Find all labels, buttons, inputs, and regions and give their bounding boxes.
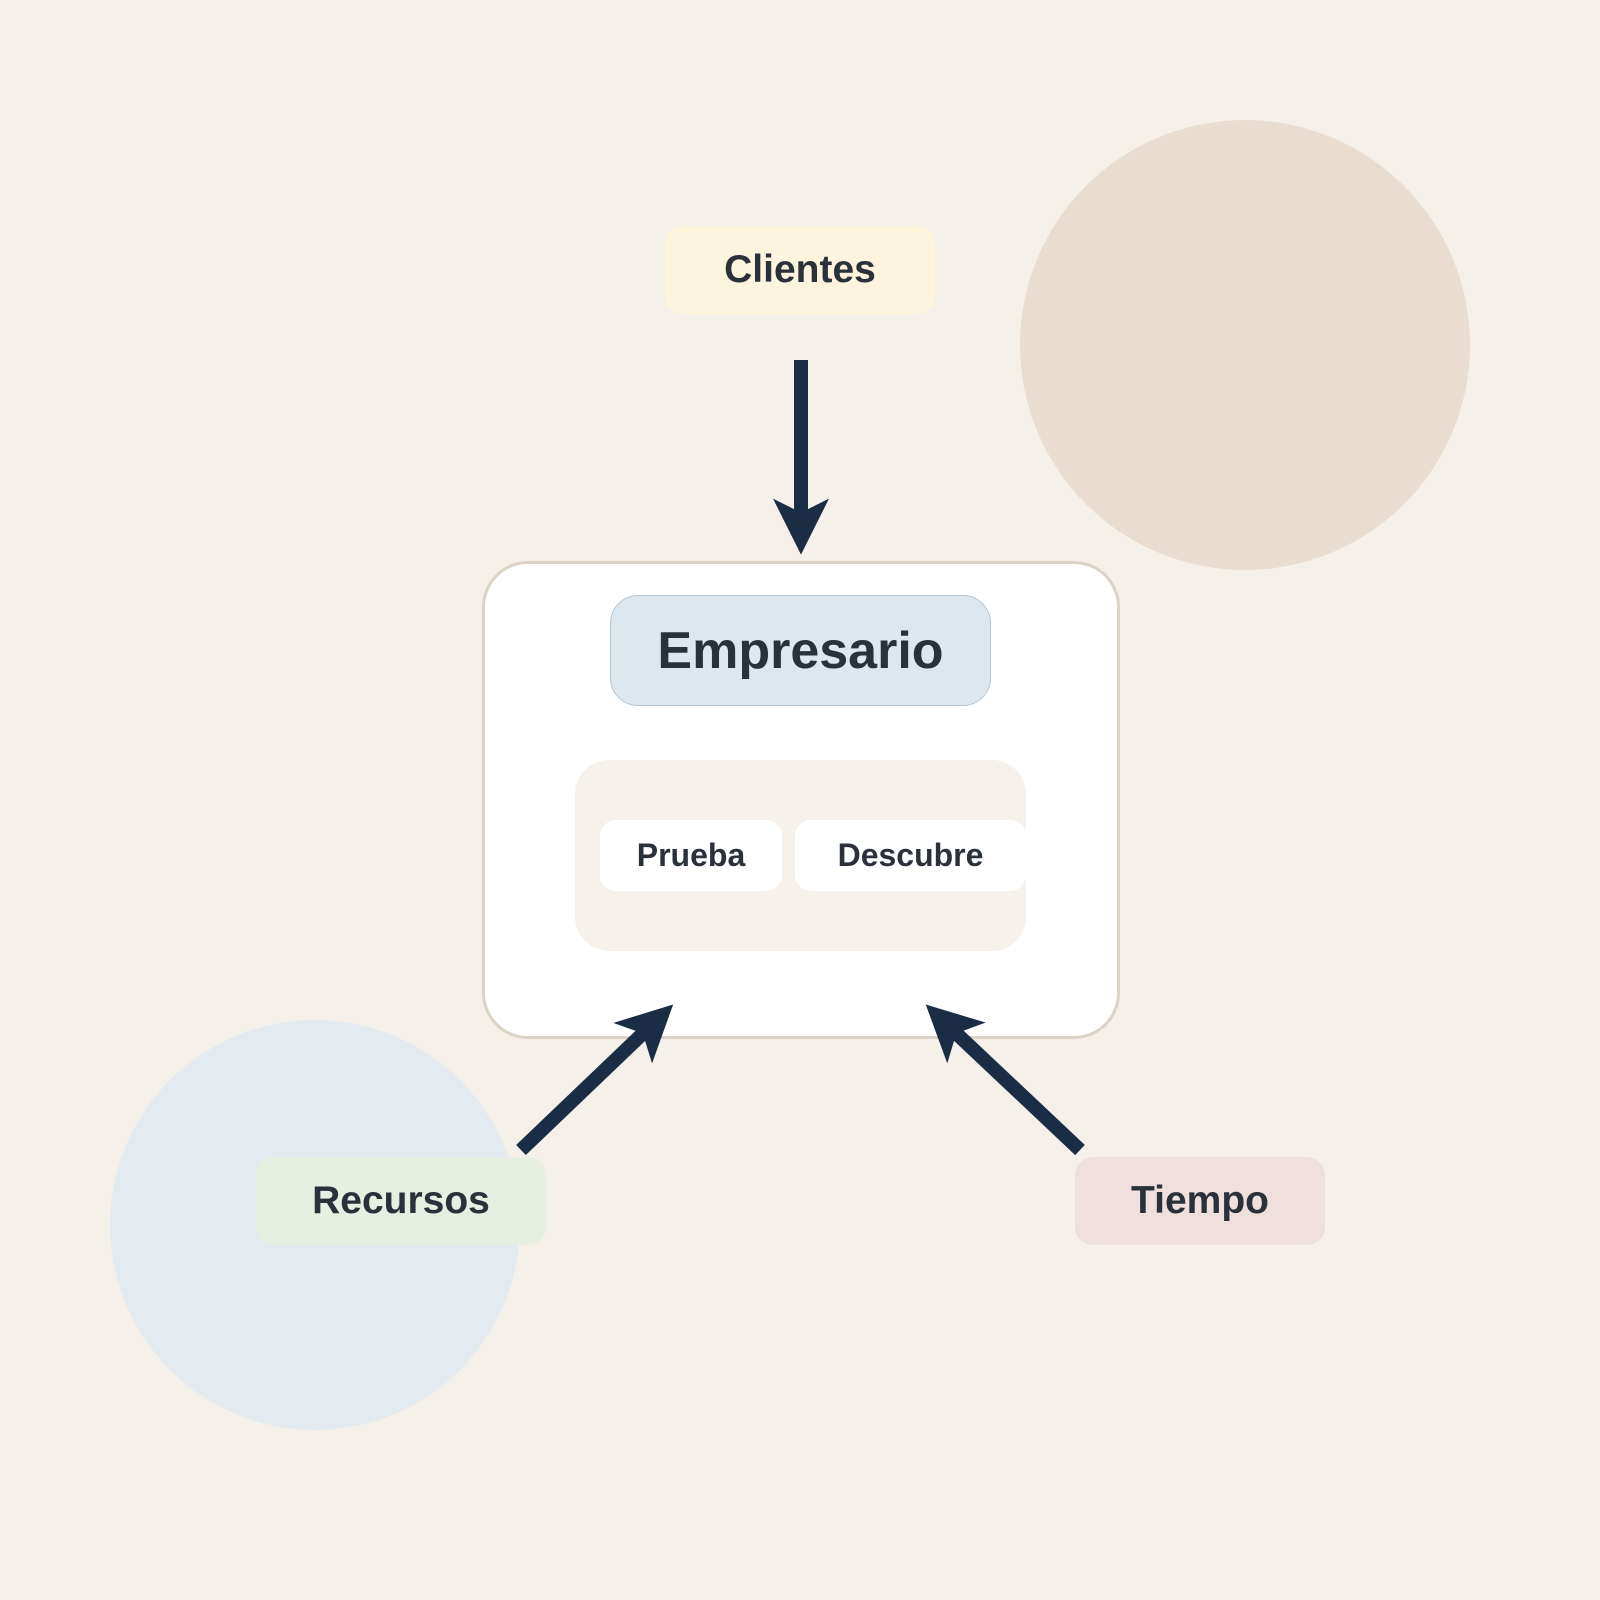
clientes-node: Clientes xyxy=(665,226,935,314)
empresario-title: Empresario xyxy=(610,595,991,706)
descubre-chip: Descubre xyxy=(795,820,1026,891)
recursos-node: Recursos xyxy=(256,1157,546,1245)
decorative-circle-top-right xyxy=(1020,120,1470,570)
tiempo-node: Tiempo xyxy=(1075,1157,1325,1245)
prueba-chip: Prueba xyxy=(600,820,782,891)
